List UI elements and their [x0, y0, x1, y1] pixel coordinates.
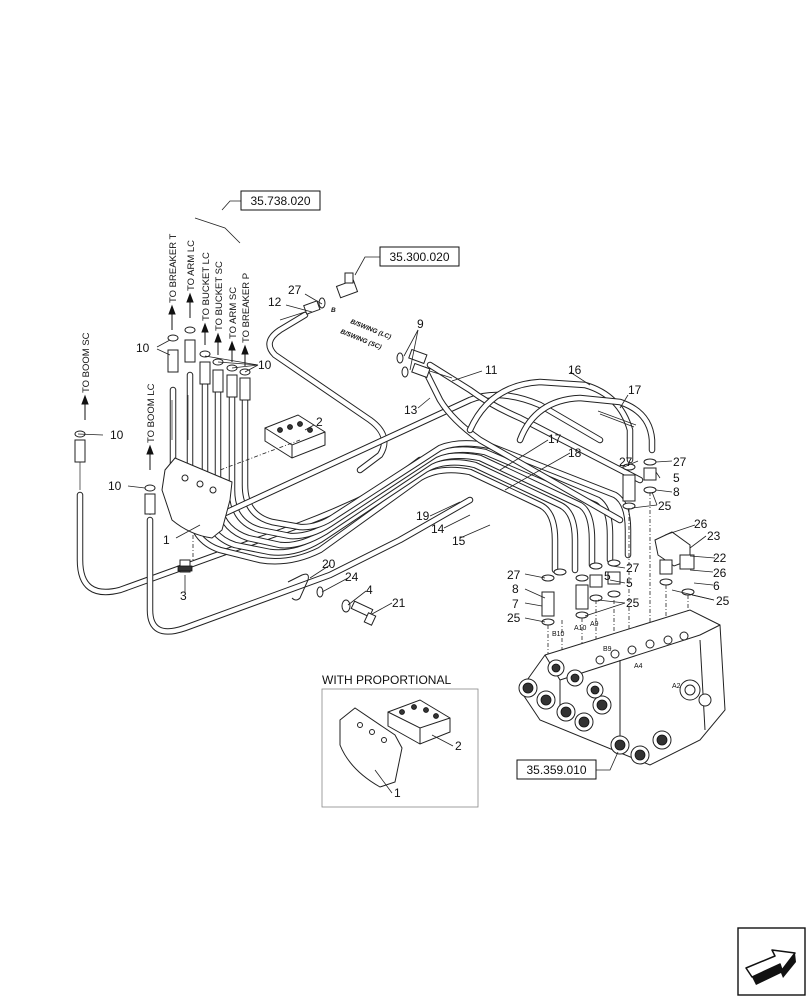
- callout-19: 19: [416, 509, 430, 523]
- callout-16: 16: [568, 363, 582, 377]
- callout-11: 11: [485, 363, 498, 377]
- callout-3: 3: [180, 589, 187, 603]
- dest-arm-sc: TO ARM SC: [228, 287, 239, 339]
- callout-14: 14: [431, 522, 445, 536]
- inset-callout-2: 2: [455, 739, 462, 753]
- inset-frame: [321, 688, 479, 808]
- inset-clamp: [387, 699, 451, 745]
- callout-10: 10: [110, 428, 124, 442]
- callout-10: 10: [108, 479, 122, 493]
- inset-bracket: [339, 707, 403, 788]
- callout-25: 25: [626, 596, 640, 610]
- reference-box-35738020[interactable]: 35.738.020: [240, 190, 321, 211]
- callout-21: 21: [392, 596, 406, 610]
- callout-23: 23: [707, 529, 721, 543]
- inset-callout-1: 1: [394, 786, 401, 800]
- control-valve: [518, 609, 726, 766]
- callout-17: 17: [548, 432, 562, 446]
- port-a4: A4: [634, 663, 643, 670]
- callout-6: 6: [713, 579, 720, 593]
- port-b10: B10: [552, 631, 565, 638]
- callout-5: 5: [626, 576, 633, 590]
- tag-port-b: B: [331, 307, 336, 314]
- callout-10: 10: [258, 358, 272, 372]
- callout-8: 8: [512, 582, 519, 596]
- callout-25: 25: [716, 594, 730, 608]
- callout-numbers: 10 10 10 10 1 2 3 4 12 27 9 11 13 16 17 …: [108, 283, 730, 625]
- callout-leaders: [77, 293, 716, 623]
- callout-27: 27: [619, 455, 633, 469]
- dest-bucket-lc: TO BUCKET LC: [201, 252, 212, 321]
- callout-13: 13: [404, 403, 418, 417]
- callout-5: 5: [673, 471, 680, 485]
- callout-26: 26: [694, 517, 708, 531]
- right-fittings: [622, 458, 695, 596]
- destination-arrows: [81, 292, 249, 470]
- dest-boom-sc: TO BOOM SC: [81, 332, 92, 393]
- reference-label: 35.359.010: [526, 763, 586, 777]
- port-a9: A9: [590, 621, 599, 628]
- hose-end-fittings: [74, 326, 251, 515]
- tee-fitting: [303, 272, 359, 315]
- reference-label: 35.300.020: [389, 250, 449, 264]
- callout-7: 7: [512, 597, 519, 611]
- callout-17: 17: [628, 383, 642, 397]
- callout-27: 27: [626, 561, 640, 575]
- reference-box-35300020[interactable]: 35.300.020: [379, 246, 460, 267]
- dest-breaker-t: TO BREAKER T: [168, 233, 179, 303]
- callout-10: 10: [136, 341, 150, 355]
- callout-22: 22: [713, 551, 727, 565]
- port-a10: A10: [574, 625, 587, 632]
- washer-24: [316, 586, 324, 598]
- port-a2: A2: [672, 683, 681, 690]
- callout-8: 8: [673, 485, 680, 499]
- callout-25: 25: [658, 499, 672, 513]
- washer-4: [341, 599, 351, 613]
- dest-arm-lc: TO ARM LC: [186, 240, 197, 291]
- next-page-arrow-icon[interactable]: [737, 927, 806, 996]
- callout-26: 26: [713, 566, 727, 580]
- callout-9: 9: [417, 317, 424, 331]
- hose-bracket: [161, 457, 233, 539]
- bolt-3: [177, 559, 193, 573]
- callout-20: 20: [322, 557, 336, 571]
- callout-5: 5: [604, 569, 611, 583]
- port-b9: B9: [603, 646, 612, 653]
- u-bolt-20: [287, 573, 309, 601]
- callout-15: 15: [452, 534, 466, 548]
- hose-group: [76, 311, 656, 635]
- reference-box-35359010[interactable]: 35.359.010: [516, 759, 597, 780]
- bolt-21: [350, 600, 377, 626]
- dest-breaker-p: TO BREAKER P: [241, 273, 252, 343]
- callout-27: 27: [288, 283, 302, 297]
- callout-27: 27: [507, 568, 521, 582]
- dest-boom-lc: TO BOOM LC: [146, 383, 157, 443]
- callout-1: 1: [163, 533, 170, 547]
- inset-title: WITH PROPORTIONAL: [322, 673, 451, 687]
- callout-4: 4: [366, 583, 373, 597]
- callout-12: 12: [268, 295, 282, 309]
- reference-label: 35.738.020: [250, 194, 310, 208]
- callout-18: 18: [568, 446, 582, 460]
- callout-2: 2: [316, 415, 323, 429]
- callout-24: 24: [345, 570, 359, 584]
- callout-25: 25: [507, 611, 521, 625]
- callout-27: 27: [673, 455, 687, 469]
- dest-bucket-sc: TO BUCKET SC: [214, 261, 225, 331]
